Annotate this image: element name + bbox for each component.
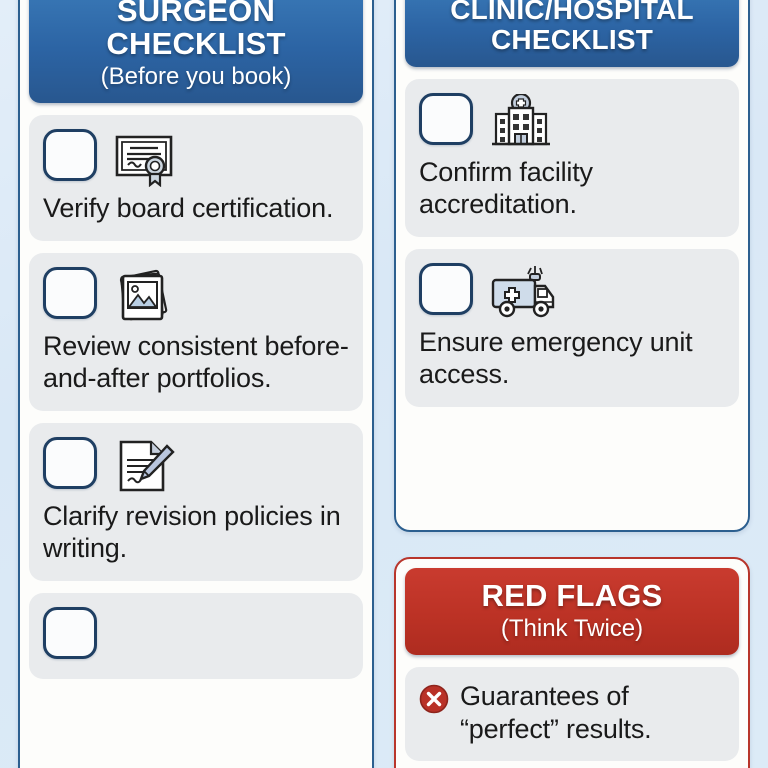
checklist-item-text: Clarify revision policies in writing. <box>43 500 341 563</box>
checkbox-clarify-revision-policies[interactable] <box>43 436 97 489</box>
clinic-header-title-line1: CLINIC/HOSPITAL <box>450 0 694 25</box>
checklist-item-text: Verify board certification. <box>43 193 334 224</box>
certificate-icon <box>111 129 183 189</box>
red-flags-header: RED FLAGS (Think Twice) <box>405 568 739 656</box>
surgeon-header-title-line2: CHECKLIST <box>106 25 286 61</box>
checklist-item-head <box>419 93 725 153</box>
hospital-building-icon <box>487 93 559 153</box>
clinic-panel-header: CLINIC/HOSPITAL CHECKLIST <box>405 0 739 68</box>
checklist-item-head <box>43 267 349 327</box>
checklist-item-head <box>43 436 349 497</box>
checklist-item-head <box>43 606 349 659</box>
document-pen-icon <box>111 437 183 497</box>
checklist-item-text: Ensure emergency unit access. <box>419 327 693 389</box>
checklist-item-head <box>43 129 349 189</box>
red-flag-item[interactable]: Guarantees of “perfect” results. <box>405 667 739 762</box>
checkbox-verify-board-certification[interactable] <box>43 129 97 182</box>
clinic-column: CLINIC/HOSPITAL CHECKLIST <box>394 0 750 768</box>
surgeon-header-subtitle: (Before you book) <box>100 62 292 90</box>
photo-portfolio-icon <box>111 267 183 327</box>
red-flag-text: Guarantees of “perfect” results. <box>460 681 652 744</box>
checklist-item-text: Review consistent before-and-after portf… <box>43 331 349 394</box>
checklist-item-text: Confirm facility accreditation. <box>419 157 593 220</box>
clinic-card-list: Confirm facility accreditation. <box>405 79 739 518</box>
checklist-item-head <box>419 263 725 323</box>
red-flags-list: Guarantees of “perfect” results. <box>405 667 739 768</box>
surgeon-header-title-line1: SURGEON <box>116 0 276 28</box>
surgeon-panel-header: SURGEON CHECKLIST (Before you book) <box>29 0 363 104</box>
surgeon-column: SURGEON CHECKLIST (Before you book) <box>18 0 374 768</box>
x-circle-icon <box>419 684 449 714</box>
surgeon-panel: SURGEON CHECKLIST (Before you book) <box>18 0 374 768</box>
checkbox-partial[interactable] <box>43 606 97 659</box>
checklist-item[interactable]: Ensure emergency unit access. <box>405 249 739 407</box>
clinic-panel: CLINIC/HOSPITAL CHECKLIST <box>394 0 750 532</box>
checklist-item[interactable]: Confirm facility accreditation. <box>405 79 739 238</box>
checkbox-review-portfolios[interactable] <box>43 267 97 320</box>
red-flags-panel: RED FLAGS (Think Twice) Guarantees of “p… <box>394 557 750 768</box>
checkbox-confirm-facility-accreditation[interactable] <box>419 93 473 146</box>
surgeon-card-list: Verify board certification. <box>29 115 363 768</box>
checkbox-ensure-emergency-unit-access[interactable] <box>419 263 473 316</box>
red-flags-title: RED FLAGS <box>481 578 663 613</box>
red-flags-subtitle: (Think Twice) <box>500 614 644 642</box>
checklist-item[interactable]: Verify board certification. <box>29 115 363 242</box>
checklist-item-partial[interactable] <box>29 592 363 679</box>
ambulance-icon <box>487 263 559 323</box>
checklist-item[interactable]: Review consistent before-and-after portf… <box>29 253 363 411</box>
checklist-item[interactable]: Clarify revision policies in writing. <box>29 422 363 581</box>
clinic-header-title-line2: CHECKLIST <box>490 23 654 55</box>
